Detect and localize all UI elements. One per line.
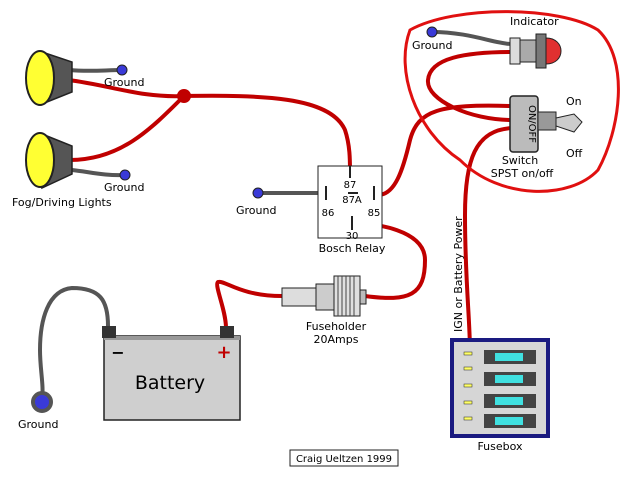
battery-neg-sign: − [111, 343, 124, 362]
relay: 87 87A 86 85 30 Bosch Relay [317, 165, 386, 255]
fog-lamp-bottom [25, 132, 73, 190]
battery-pos-terminal [220, 326, 234, 338]
battery-pos-sign: + [216, 342, 231, 363]
fuse-blade [495, 375, 523, 383]
switch-on-label: On [566, 95, 582, 108]
ground-wire-lamp2 [70, 168, 127, 178]
fuse-rating-label: 20Amps [314, 333, 359, 346]
switch-off-label: Off [566, 147, 583, 160]
fog-lights-label: Fog/Driving Lights [12, 196, 112, 209]
wire-junction-dot [177, 89, 191, 103]
wire-relay85-switch [376, 103, 512, 197]
indicator-terminal [509, 37, 521, 65]
indicator-body [519, 39, 537, 63]
switch-bushing [537, 111, 557, 131]
lamp-lens [25, 132, 55, 188]
wire-fuseholder-battery [215, 279, 284, 330]
fusebox-label: Fusebox [477, 440, 523, 453]
ign-power-label: IGN or Battery Power [452, 216, 465, 332]
ground-label-battery: Ground [18, 418, 58, 431]
fuseholder-ridges [337, 276, 355, 316]
fuseholder-left [281, 287, 317, 307]
fuseholder-mid [315, 283, 335, 311]
ground-dot-lamp2 [119, 169, 131, 181]
credit-label: Craig Ueltzen 1999 [296, 454, 392, 465]
ground-dot-battery [31, 391, 53, 413]
ground-wire-lamp1 [68, 68, 124, 73]
relay-name: Bosch Relay [319, 242, 386, 255]
fuseholder-end [359, 289, 367, 305]
fuse-blade [495, 353, 523, 361]
switch-name-label: Switch [502, 154, 538, 167]
battery-body [103, 335, 241, 421]
indicator-label: Indicator [510, 15, 559, 28]
ground-label-lamp2: Ground [104, 181, 144, 194]
wire-lamp2-junction [68, 94, 186, 162]
credit-box [289, 449, 399, 467]
switch-lever [555, 113, 583, 133]
ground-label-relay: Ground [236, 204, 276, 217]
ground-wire-indicator [430, 30, 514, 46]
fuse-blade [495, 417, 523, 425]
ground-wire-battery [37, 285, 110, 402]
battery-top-edge [104, 336, 240, 340]
highlight-loop [403, 10, 620, 193]
wire-junction-relay87 [182, 93, 352, 174]
relay-label-87: 87 [344, 180, 357, 191]
relay-label-87a: 87A [342, 195, 362, 206]
lamp-lens [25, 50, 55, 106]
battery: − + Battery [102, 326, 241, 421]
ground-dot-relay [252, 187, 264, 199]
ground-label-indicator: Ground [412, 39, 452, 52]
ground-label-lamp1: Ground [104, 76, 144, 89]
wire-switch-fusebox [462, 126, 514, 354]
fog-lamp-top [25, 50, 73, 106]
indicator-bezel [535, 33, 547, 69]
indicator-lens [545, 37, 562, 65]
ground-wires [37, 30, 514, 402]
fuse-blade [495, 397, 523, 405]
relay-label-30: 30 [346, 231, 359, 242]
switch-body-label: ON/OFF [526, 105, 537, 143]
ground-points [31, 26, 438, 413]
fuseholder: Fuseholder 20Amps [281, 275, 367, 346]
fuseholder-label: Fuseholder [306, 320, 367, 333]
battery-label: Battery [135, 372, 205, 394]
relay-label-85: 85 [368, 208, 381, 219]
indicator-lamp [509, 33, 562, 69]
fusebox: Fusebox [450, 338, 550, 453]
fusebox-fuses [484, 350, 536, 428]
power-wires [66, 50, 514, 354]
fusebox-contacts [463, 351, 473, 421]
battery-neg-terminal [102, 326, 116, 338]
wire-lamp1-junction [66, 78, 186, 99]
wire-indicator-switch [426, 50, 514, 122]
ground-dot-lamp1 [116, 64, 128, 76]
relay-label-86: 86 [322, 208, 335, 219]
ground-dot-indicator [426, 26, 438, 38]
switch-type-label: SPST on/off [491, 167, 554, 180]
toggle-switch: ON/OFF [509, 95, 583, 153]
